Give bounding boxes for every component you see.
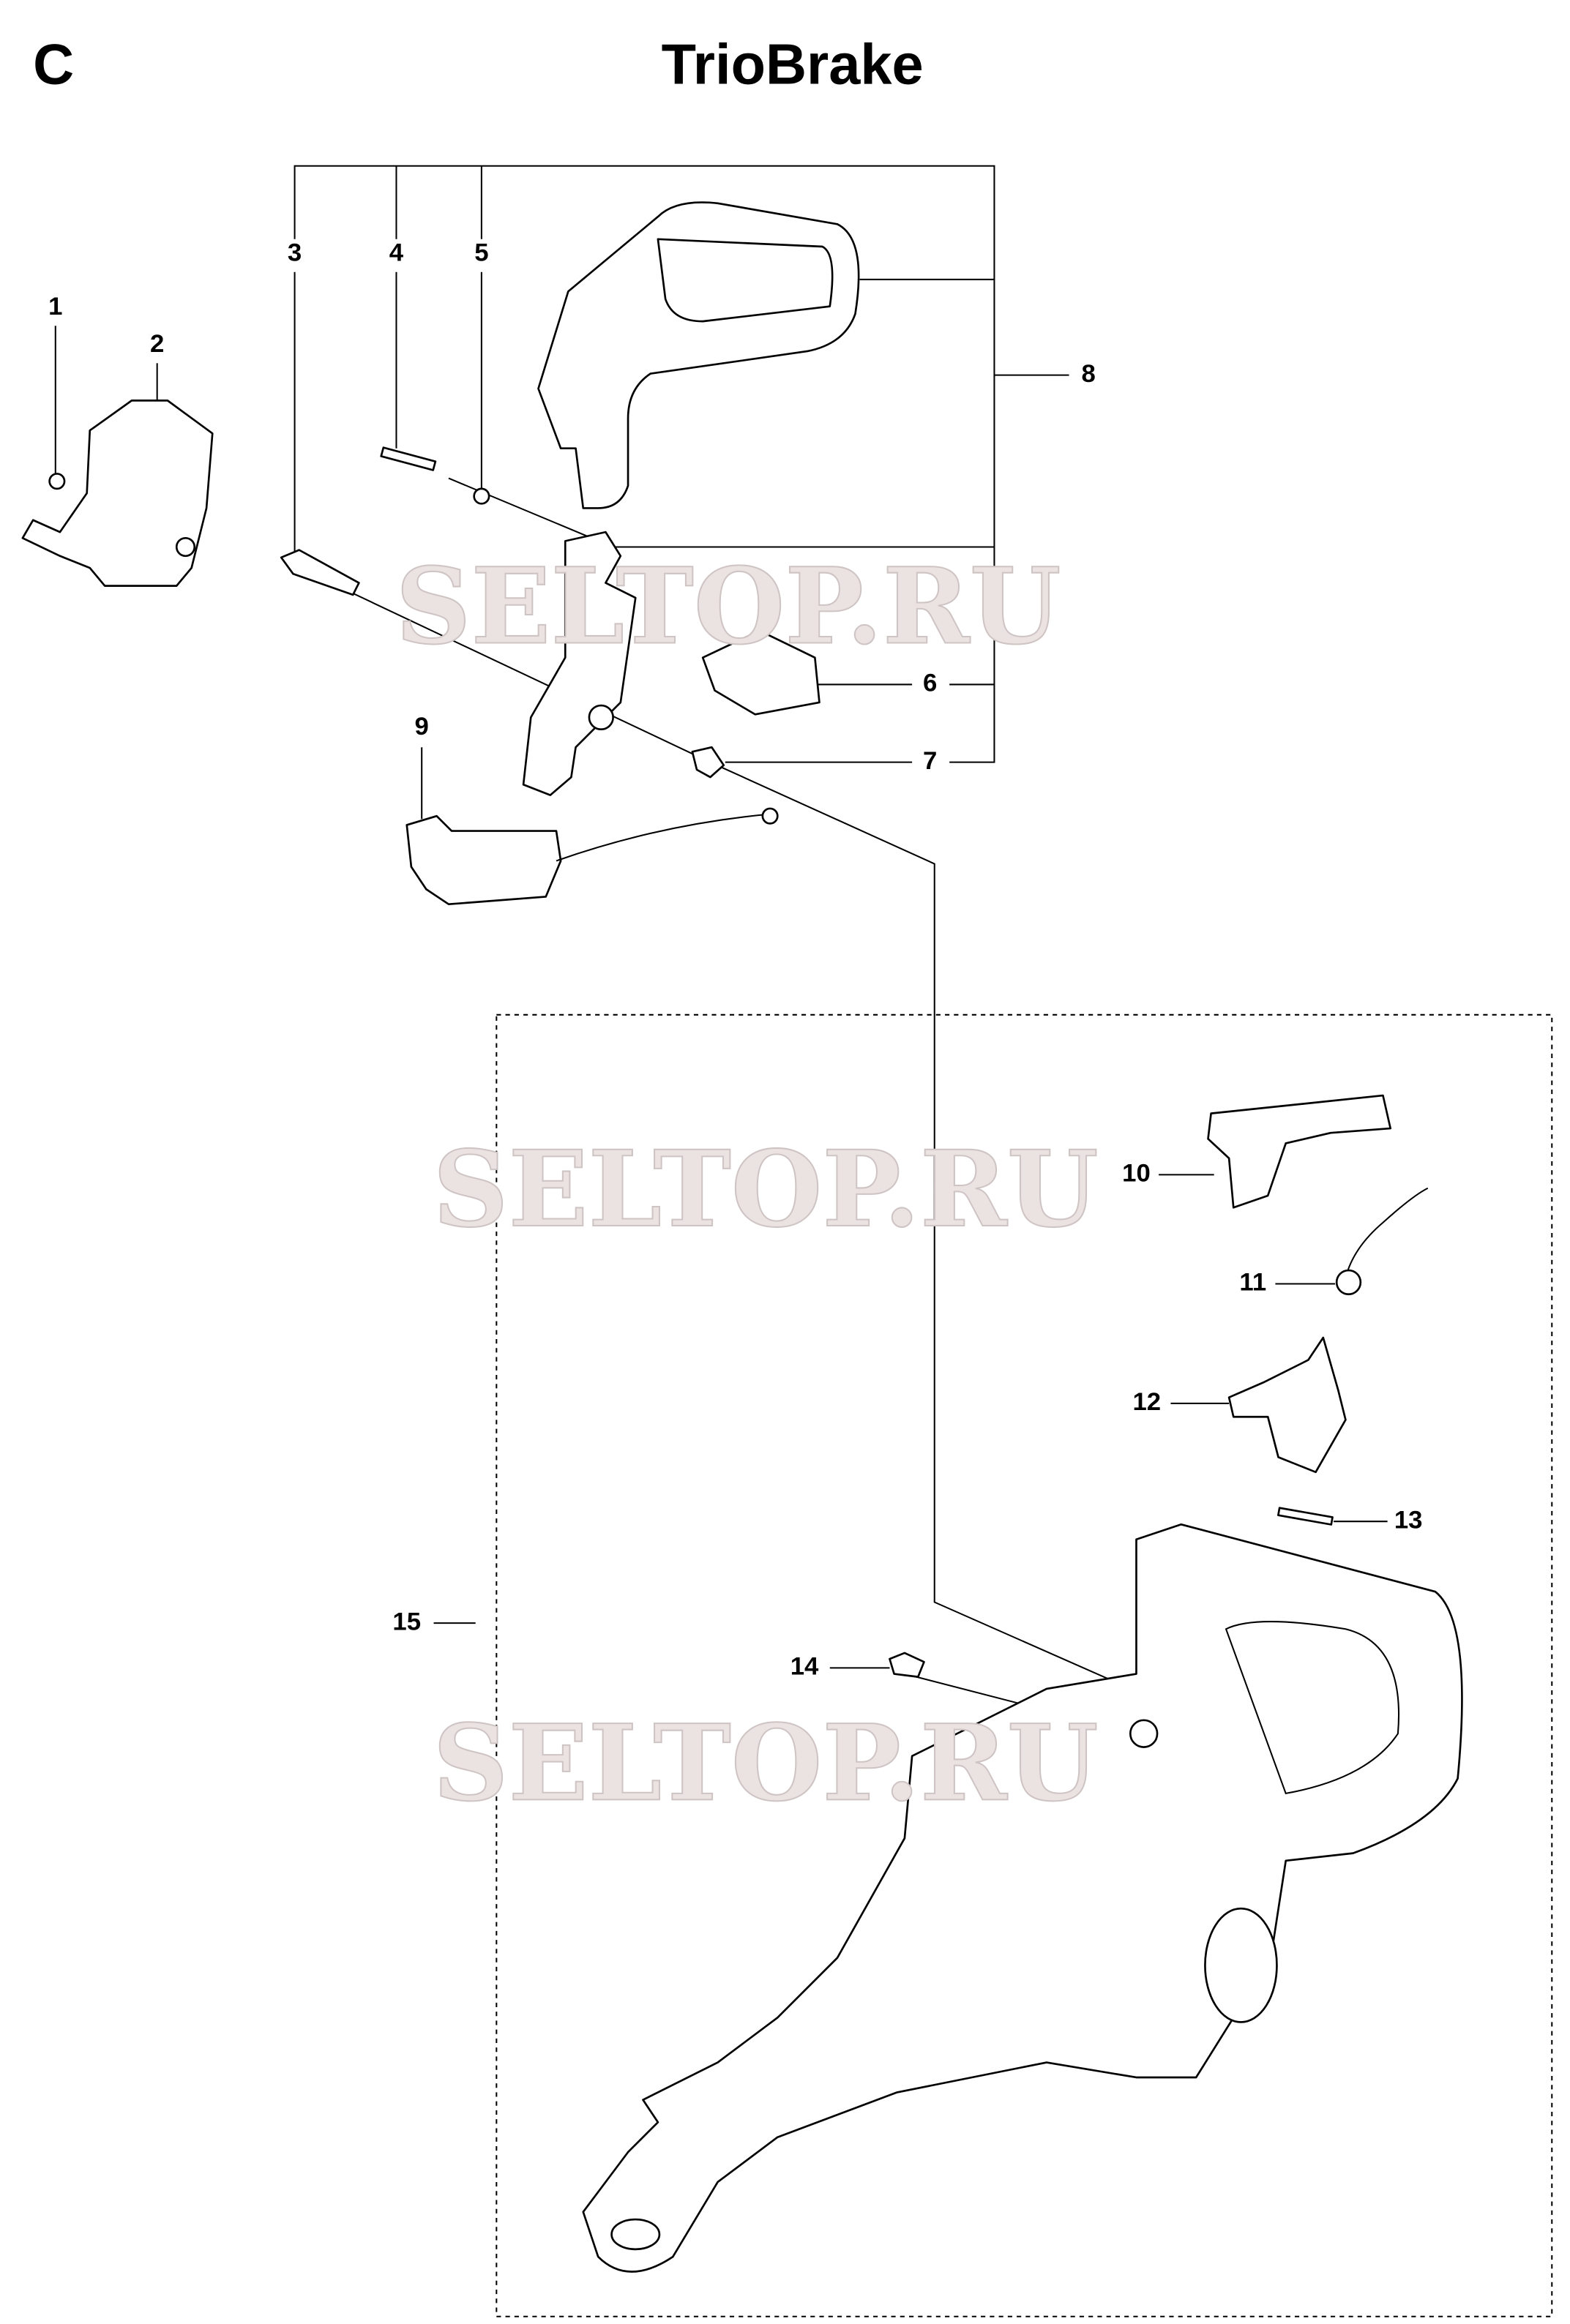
callout-4: 4 xyxy=(389,239,404,266)
watermark: SELTOP.RU xyxy=(433,1701,1098,1824)
part-9-brake-spring-assembly xyxy=(405,814,562,906)
part-15-rear-handle xyxy=(582,1523,1463,2273)
watermark: SELTOP.RU xyxy=(395,544,1061,667)
watermark: SELTOP.RU xyxy=(433,1128,1098,1251)
assembly-boundary-15 xyxy=(496,1013,1553,2317)
callout-1: 1 xyxy=(48,293,62,321)
callout-9: 9 xyxy=(415,713,429,741)
part-6-cover xyxy=(701,629,820,716)
callout-2: 2 xyxy=(150,330,164,358)
part-13-pin xyxy=(1277,1507,1334,1526)
callout-15: 15 xyxy=(392,1608,421,1635)
callout-6: 6 xyxy=(923,670,937,697)
callout-7: 7 xyxy=(923,747,937,775)
part-1-screw xyxy=(48,473,66,490)
callout-5: 5 xyxy=(474,239,488,266)
section-letter: C xyxy=(33,33,74,96)
watermarks: SELTOP.RU SELTOP.RU SELTOP.RU xyxy=(395,544,1099,1825)
callout-11: 11 xyxy=(1239,1269,1266,1297)
part-12-trigger xyxy=(1227,1336,1347,1474)
part-7-bushing xyxy=(691,746,725,779)
part-14-bushing xyxy=(889,1652,925,1678)
callout-14: 14 xyxy=(790,1653,819,1681)
part-2-cover xyxy=(21,400,214,587)
callout-13: 13 xyxy=(1394,1506,1423,1534)
part-5-spring xyxy=(473,487,490,505)
callout-10: 10 xyxy=(1122,1160,1151,1188)
callout-3: 3 xyxy=(288,239,302,266)
part-11-spring xyxy=(1345,1187,1429,1278)
part-4-pin xyxy=(380,446,437,471)
page-title: TrioBrake xyxy=(662,33,924,96)
callout-labels: 1 2 3 4 5 6 7 8 9 10 11 12 13 14 15 xyxy=(48,239,1422,1680)
callout-8: 8 xyxy=(1081,360,1095,388)
part-10-throttle-lockout xyxy=(1207,1094,1392,1209)
callout-12: 12 xyxy=(1132,1388,1161,1416)
brake-lever xyxy=(522,531,637,796)
parts xyxy=(21,201,1463,2273)
part-3-bolt xyxy=(280,549,360,596)
